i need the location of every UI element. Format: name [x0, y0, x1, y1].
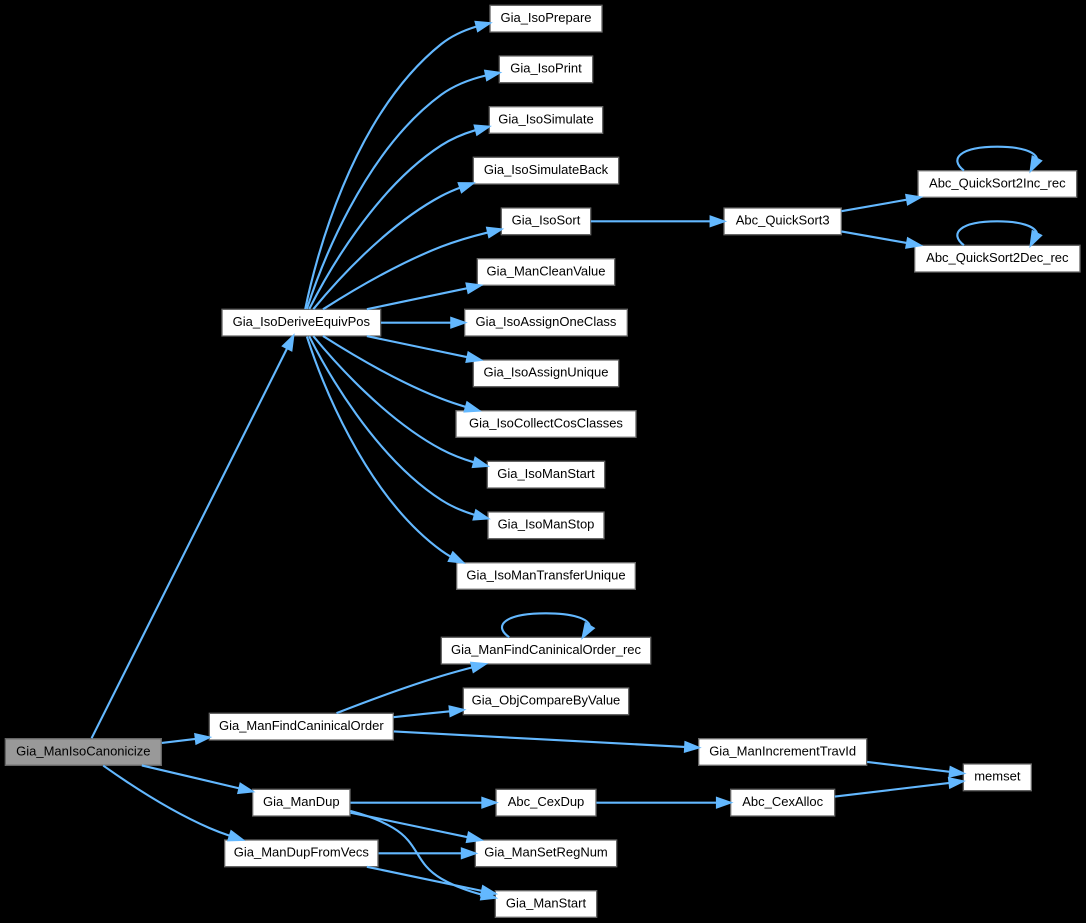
- svg-text:Gia_ManCleanValue: Gia_ManCleanValue: [487, 263, 606, 278]
- svg-text:Gia_ObjCompareByValue: Gia_ObjCompareByValue: [472, 693, 621, 708]
- svg-text:Gia_IsoDeriveEquivPos: Gia_IsoDeriveEquivPos: [233, 314, 371, 329]
- svg-text:Gia_IsoManStop: Gia_IsoManStop: [498, 517, 595, 532]
- svg-text:Gia_ManSetRegNum: Gia_ManSetRegNum: [484, 845, 608, 860]
- svg-text:Gia_ManFindCaninicalOrder: Gia_ManFindCaninicalOrder: [219, 718, 384, 733]
- svg-text:Gia_IsoSort: Gia_IsoSort: [512, 213, 581, 228]
- svg-text:Gia_ManStart: Gia_ManStart: [506, 895, 587, 910]
- svg-text:Gia_ManDup: Gia_ManDup: [263, 794, 340, 809]
- svg-text:memset: memset: [974, 769, 1021, 784]
- svg-text:Gia_ManIsoCanonicize: Gia_ManIsoCanonicize: [16, 743, 150, 758]
- svg-text:Gia_IsoPrepare: Gia_IsoPrepare: [500, 10, 591, 25]
- svg-text:Gia_ManIncrementTravId: Gia_ManIncrementTravId: [709, 743, 856, 758]
- svg-text:Gia_IsoPrint: Gia_IsoPrint: [510, 61, 582, 76]
- svg-text:Abc_QuickSort2Dec_rec: Abc_QuickSort2Dec_rec: [926, 250, 1069, 265]
- svg-text:Abc_QuickSort2Inc_rec: Abc_QuickSort2Inc_rec: [929, 175, 1066, 190]
- svg-text:Gia_IsoManStart: Gia_IsoManStart: [497, 466, 595, 481]
- svg-text:Gia_IsoCollectCosClasses: Gia_IsoCollectCosClasses: [469, 415, 623, 430]
- svg-text:Abc_QuickSort3: Abc_QuickSort3: [736, 213, 830, 228]
- svg-text:Gia_IsoSimulateBack: Gia_IsoSimulateBack: [484, 162, 609, 177]
- svg-text:Gia_IsoManTransferUnique: Gia_IsoManTransferUnique: [466, 567, 625, 582]
- svg-text:Gia_ManDupFromVecs: Gia_ManDupFromVecs: [234, 845, 370, 860]
- svg-text:Abc_CexAlloc: Abc_CexAlloc: [742, 794, 823, 809]
- svg-text:Gia_IsoSimulate: Gia_IsoSimulate: [498, 111, 593, 126]
- svg-text:Abc_CexDup: Abc_CexDup: [508, 794, 585, 809]
- svg-text:Gia_ManFindCaninicalOrder_rec: Gia_ManFindCaninicalOrder_rec: [451, 642, 642, 657]
- svg-text:Gia_IsoAssignUnique: Gia_IsoAssignUnique: [483, 365, 608, 380]
- svg-text:Gia_IsoAssignOneClass: Gia_IsoAssignOneClass: [476, 314, 617, 329]
